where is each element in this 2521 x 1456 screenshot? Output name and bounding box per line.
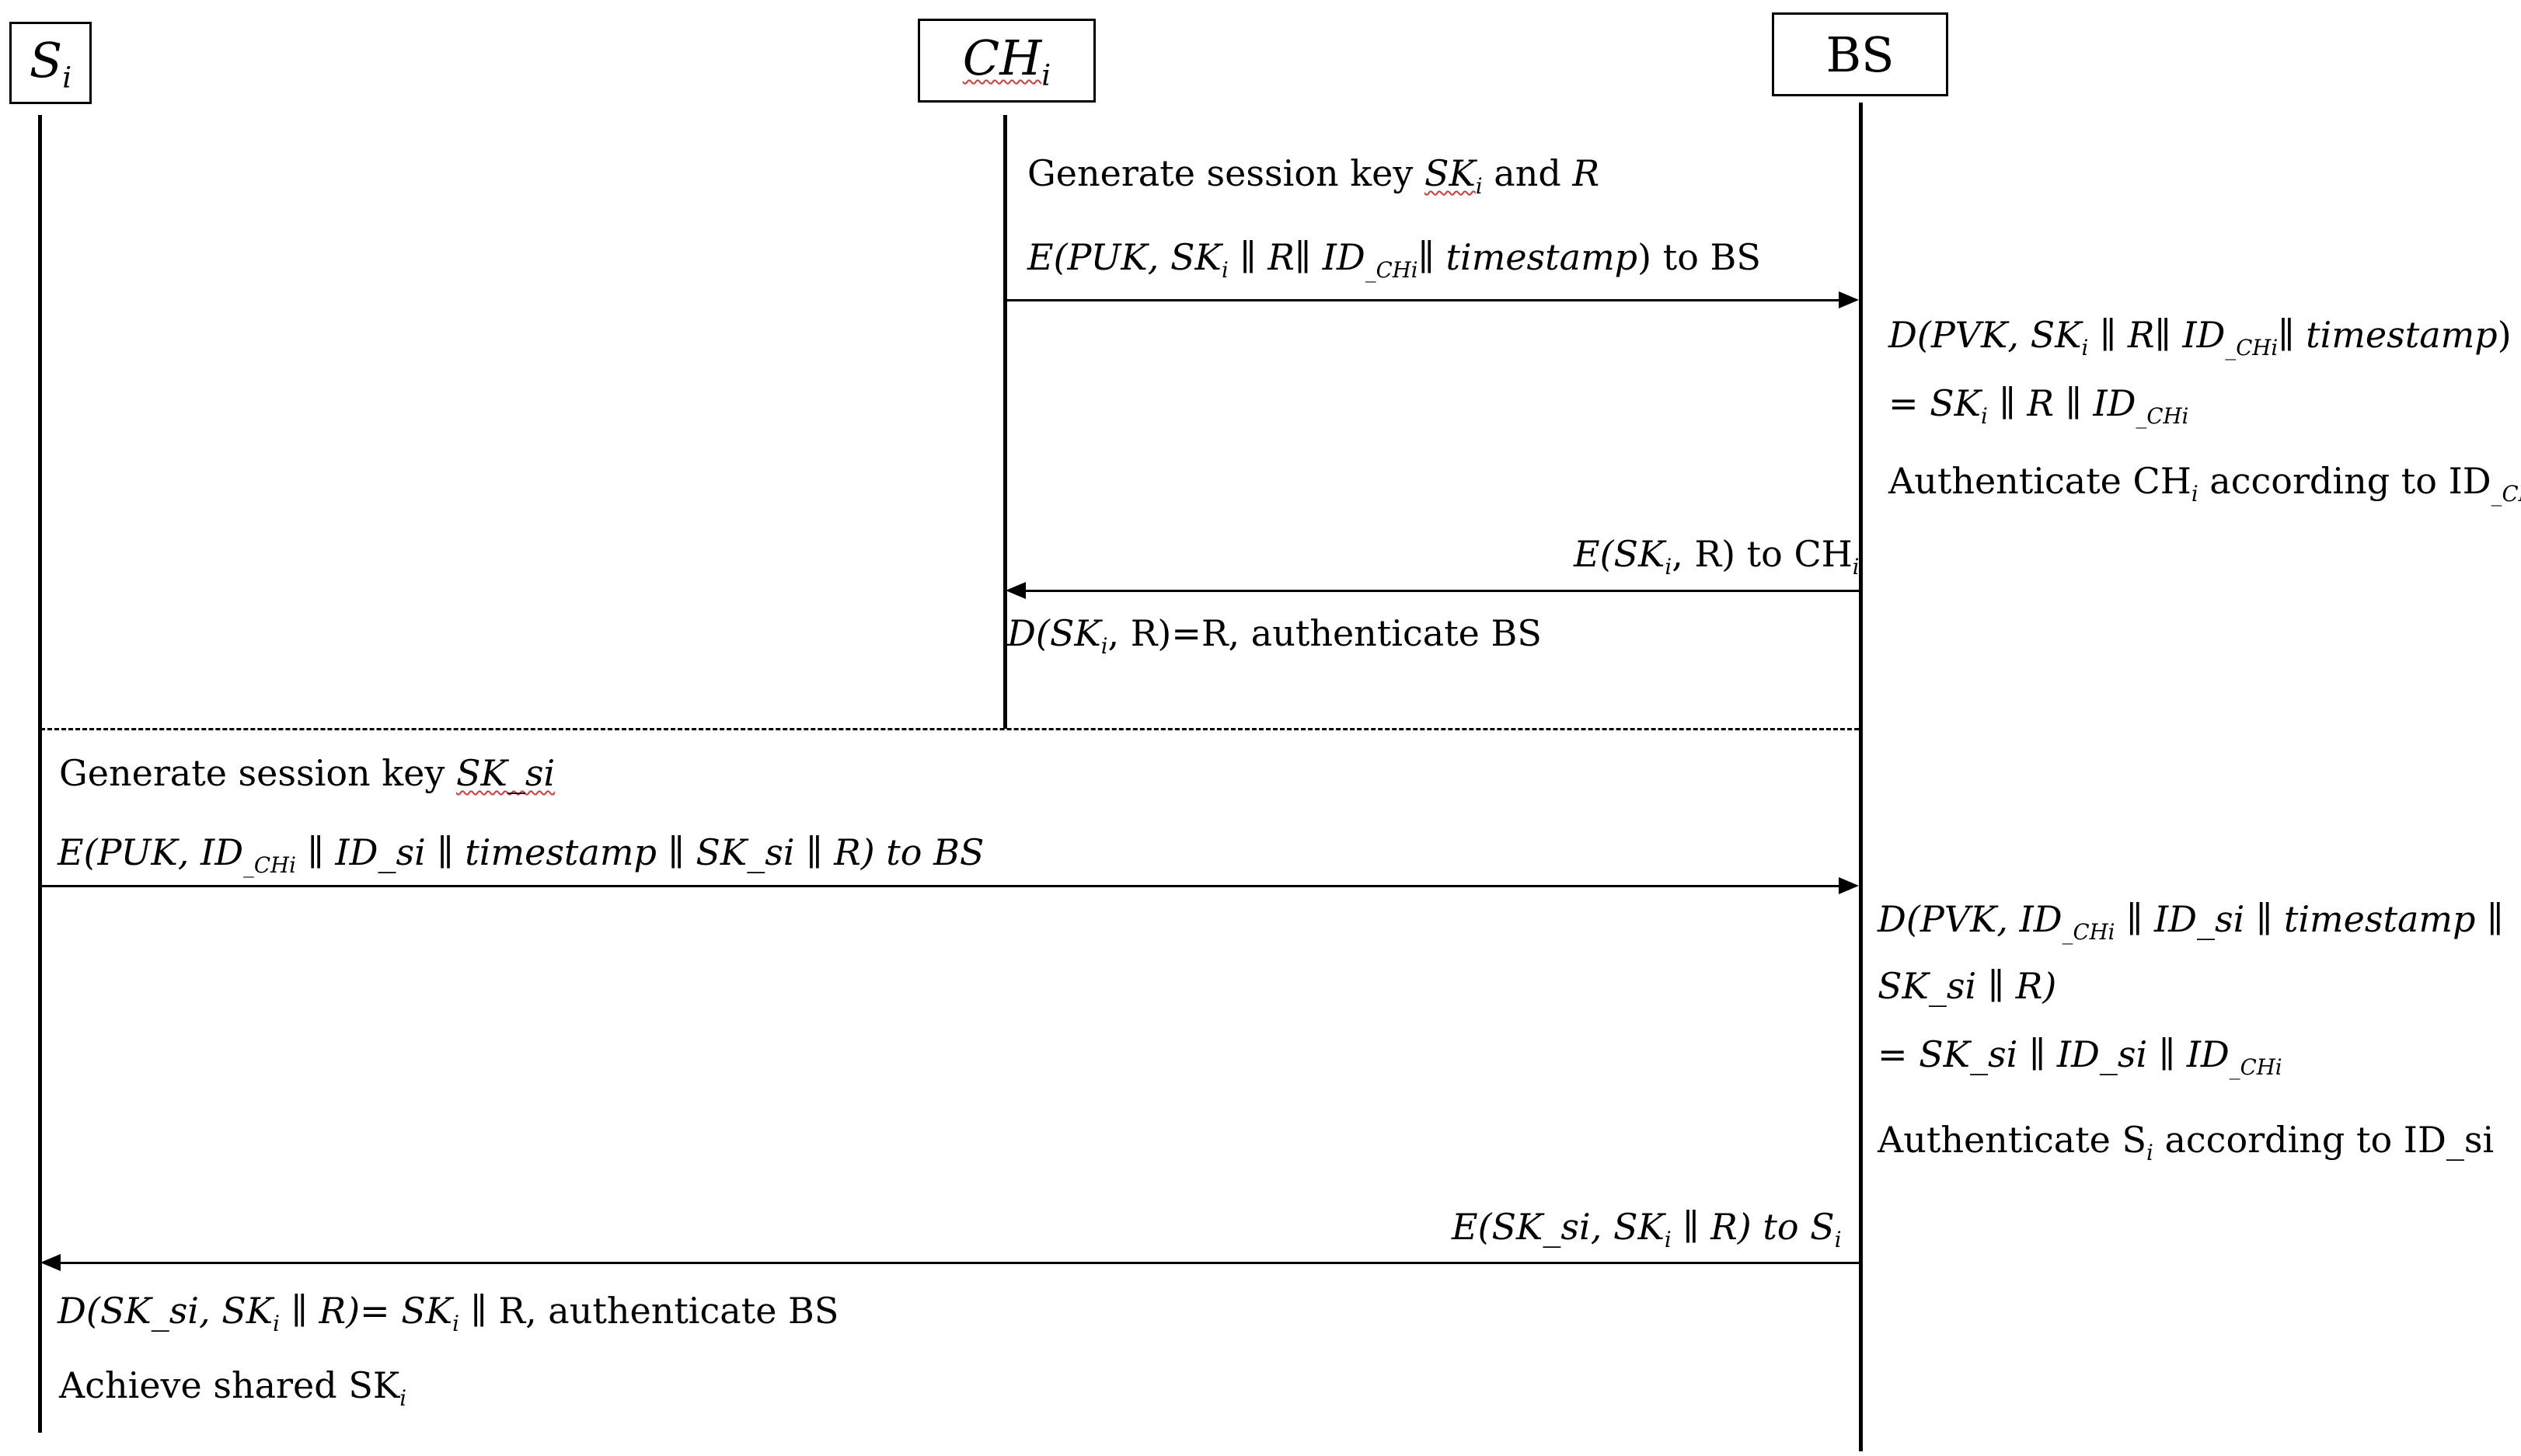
msg1-arrow [1005, 299, 1839, 301]
bs-decrypt2a-text: D(PVK, ID_CHi ∥ ID_si ∥ timestamp ∥ [1878, 898, 2504, 946]
phase-divider [40, 728, 1859, 730]
ch-generate-key-text: Generate session key SKi and R [1027, 152, 1600, 200]
msg2-label: E(SKi, R) to CHi [1574, 533, 1860, 580]
msg2-arrowhead [1006, 582, 1026, 599]
participant-chi-label: CHi [962, 29, 1051, 92]
msg1-label: E(PUK, SKi ∥ R∥ ID_CHi∥ timestamp) to BS [1027, 236, 1761, 284]
ch-decrypt-text: D(SKi, R)=R, authenticate BS [1007, 612, 1542, 660]
participant-si-label: Si [29, 31, 72, 95]
bs-result1-text: = SKi ∥ R ∥ ID_CHi [1888, 382, 2189, 430]
participant-si: Si [9, 22, 92, 104]
msg2-arrow [1024, 590, 1860, 592]
participant-bs-label: BS [1825, 26, 1895, 83]
bs-auth2-text: Authenticate Si according to ID_si [1878, 1119, 2495, 1166]
msg3-label: E(PUK, ID_CHi ∥ ID_si ∥ timestamp ∥ SK_s… [58, 831, 985, 879]
msg4-arrow [59, 1262, 1860, 1264]
msg4-arrowhead [40, 1254, 61, 1271]
bs-auth1-text: Authenticate CHi according to ID_CHi [1888, 460, 2521, 507]
s-decrypt-text: D(SK_si, SKi ∥ R)= SKi ∥ R, authenticate… [58, 1290, 839, 1337]
bs-decrypt2b-text: SK_si ∥ R) [1878, 965, 2057, 1007]
s-achieve-text: Achieve shared SKi [59, 1364, 407, 1412]
lifeline-chi [1003, 115, 1007, 729]
msg3-arrowhead [1839, 877, 1859, 894]
lifeline-bs [1859, 103, 1863, 1451]
lifeline-si [38, 115, 42, 1433]
msg1-arrowhead [1839, 291, 1859, 308]
participant-bs: BS [1772, 12, 1948, 96]
bs-result2-text: = SK_si ∥ ID_si ∥ ID_CHi [1878, 1033, 2282, 1081]
msg4-label: E(SK_si, SKi ∥ R) to Si [1452, 1206, 1842, 1253]
bs-decrypt1-text: D(PVK, SKi ∥ R∥ ID_CHi∥ timestamp) [1888, 314, 2512, 361]
msg3-arrow [40, 885, 1839, 887]
participant-chi: CHi [918, 19, 1096, 103]
s-generate-key-text: Generate session key SK_si [59, 752, 556, 794]
